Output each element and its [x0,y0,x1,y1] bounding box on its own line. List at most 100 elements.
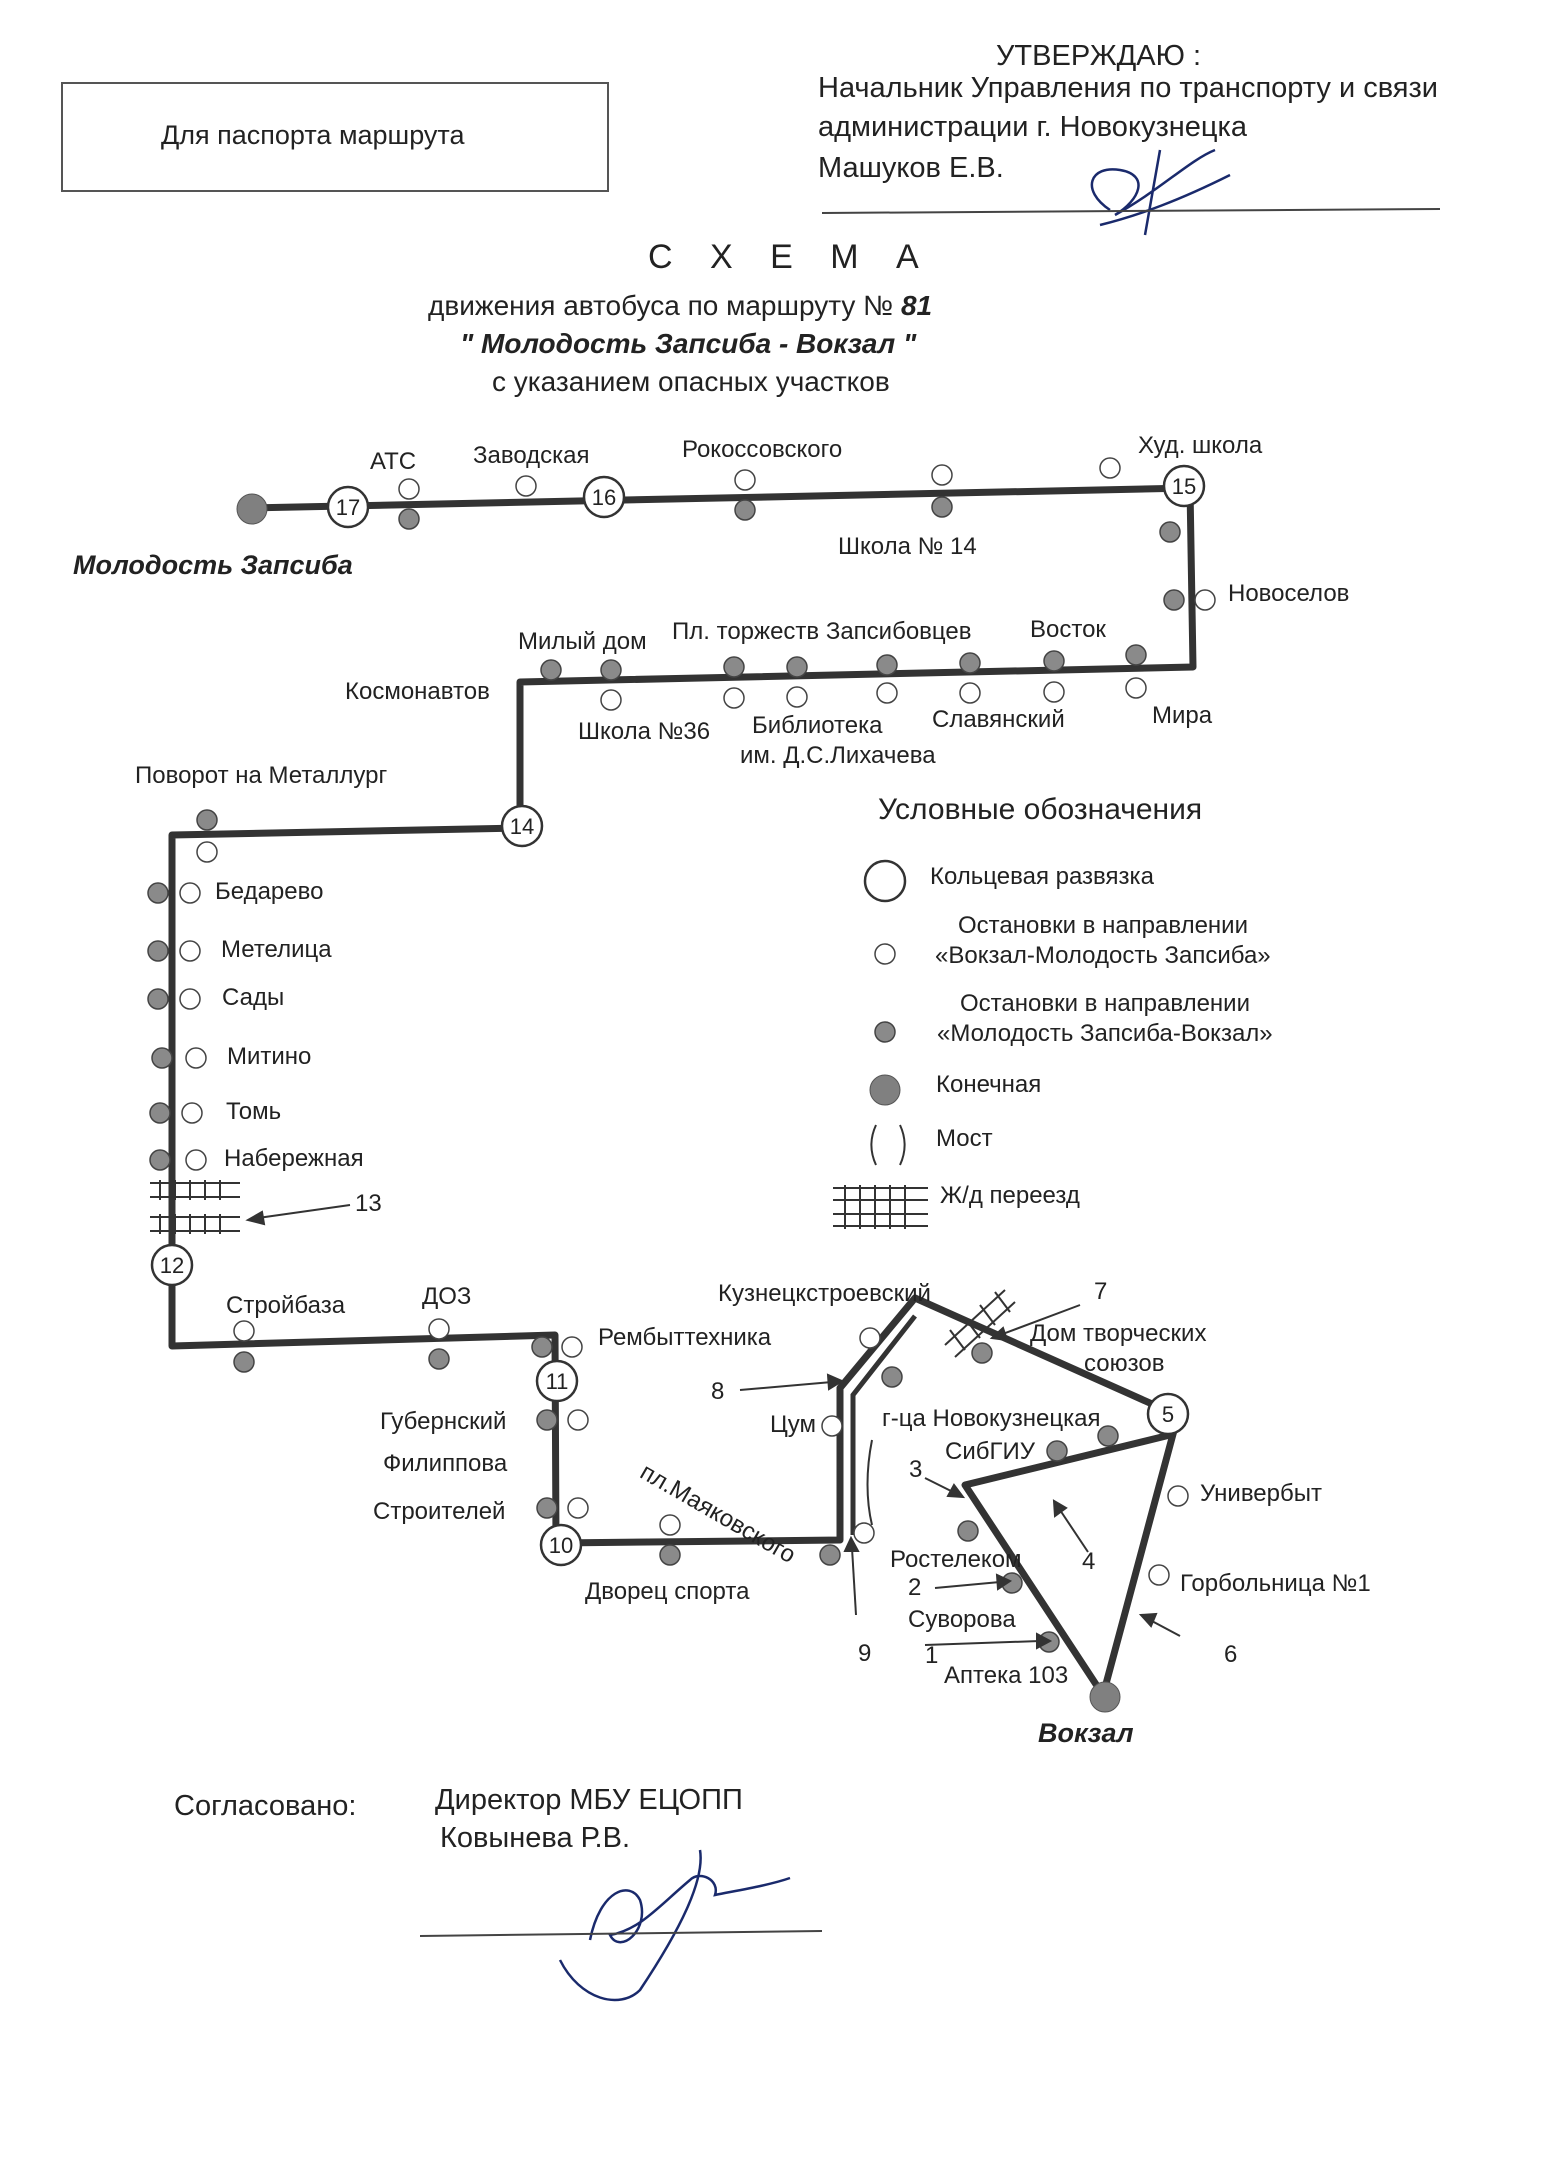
legend-open-stop-1: Остановки в направлении [958,912,1248,939]
roundabout-14 [500,804,544,848]
stop-open [185,1047,207,1069]
terminal-end-label: Вокзал [1038,1718,1134,1748]
stop-filled [600,659,622,681]
stop-label: Славянский [932,706,1065,733]
stop-label: Милый дом [518,628,647,655]
stop-label: Стройбаза [226,1292,346,1319]
stop-label: Набережная [224,1145,364,1172]
stop-label: Митино [227,1043,312,1070]
stop-label: г-ца Новокузнецкая [882,1405,1101,1432]
stop-filled [149,1149,171,1171]
stop-label: Космонавтов [345,678,490,705]
stop-filled [540,659,562,681]
legend-terminal: Конечная [936,1071,1042,1098]
stop-label: союзов [1084,1350,1165,1377]
scheme-subtitle: движения автобуса по маршруту № 81 [428,290,932,322]
stop-open [931,464,953,486]
legend-open-stop-icon [874,943,896,965]
danger-number: 4 [1082,1548,1096,1575]
approval-line1: Начальник Управления по транспорту и свя… [818,72,1438,104]
stop-open [734,469,756,491]
stop-label: Сады [222,984,285,1011]
subtitle-prefix: движения автобуса по маршруту № [428,290,894,321]
stop-open [181,1102,203,1124]
junction-label: 12 [160,1253,184,1278]
stop-open [821,1415,843,1437]
stop-open [196,841,218,863]
stop-filled [786,656,808,678]
stop-filled [536,1409,558,1431]
stop-open [1167,1485,1189,1507]
stop-filled [428,1348,450,1370]
railway-crossing-7 [944,1289,1016,1358]
terminal-start [236,493,268,525]
legend-title: Условные обозначения [878,793,1203,826]
stop-label: Ростелеком [890,1546,1022,1573]
passport-box-label: Для паспорта маршрута [161,120,465,150]
stop-open [659,1514,681,1536]
stop-label: Рембыттехника [598,1324,772,1351]
footer-name: Ковынева Р.В. [440,1822,631,1854]
bridge-symbol [836,1439,873,1526]
legend-filled-stop-icon [874,1021,896,1043]
danger-number: 9 [858,1640,872,1667]
roundabout-11 [535,1359,579,1403]
stop-label: Цум [770,1411,816,1438]
stop-filled [1043,650,1065,672]
roundabout-16 [582,475,626,519]
stop-filled [876,654,898,676]
stop-label: Горбольница №1 [1180,1570,1371,1597]
legend-railway-icon [833,1185,928,1229]
stop-label: Мира [1152,702,1213,729]
stop-open [876,682,898,704]
stop-filled [151,1047,173,1069]
stop-open [428,1318,450,1340]
danger-number: 2 [908,1574,922,1601]
stop-open [723,687,745,709]
stop-label: Школа №36 [578,718,711,745]
roundabout-17 [326,485,370,529]
junction-label: 5 [1162,1402,1174,1427]
junction-label: 17 [336,495,360,520]
stop-label: Универбыт [1200,1480,1322,1507]
stop-filled [398,508,420,530]
roundabout-10 [539,1523,583,1567]
approval-line2: администрации г. Новокузнецка [818,111,1247,143]
railway-crossing [150,1180,240,1234]
legend-open-stop-2: «Вокзал-Молодость Запсиба» [935,942,1271,969]
approval-signature [1090,148,1231,236]
approval-title: УТВЕРЖДАЮ : [996,40,1202,72]
stop-open [1194,589,1216,611]
stop-open [515,475,537,497]
stop-filled [959,652,981,674]
stop-open [179,940,201,962]
footer-signature [558,1849,791,2002]
stop-label: Библиотека [752,712,883,739]
stop-label: ДОЗ [422,1283,472,1310]
danger-number: 1 [925,1642,939,1669]
stop-label: Восток [1030,616,1106,643]
legend-railway: Ж/д переезд [940,1182,1080,1209]
stop-open [398,478,420,500]
scheme-subtitle-2: с указанием опасных участков [492,366,890,397]
passport-box: Для паспорта маршрута [61,82,609,192]
route-line-main [168,487,1197,1699]
stop-label: Аптека 103 [944,1662,1069,1689]
stop-filled [819,1544,841,1566]
terminal-end [1089,1681,1121,1713]
approval-line3: Машуков Е.В. [818,152,1004,184]
stop-filled [1125,644,1147,666]
stop-label: Пл. торжеств Запсибовцев [672,618,972,645]
route-name: " Молодость Запсиба - Вокзал " [460,328,917,359]
stop-open [1099,457,1121,479]
stop-filled [149,1102,171,1124]
stop-open [179,988,201,1010]
legend-filled-stop-2: «Молодость Запсиба-Вокзал» [937,1020,1273,1047]
stop-filled [536,1497,558,1519]
stop-filled [957,1520,979,1542]
roundabout-5 [1146,1392,1190,1436]
stop-filled [147,882,169,904]
stop-open [1148,1564,1170,1586]
stop-open [567,1497,589,1519]
